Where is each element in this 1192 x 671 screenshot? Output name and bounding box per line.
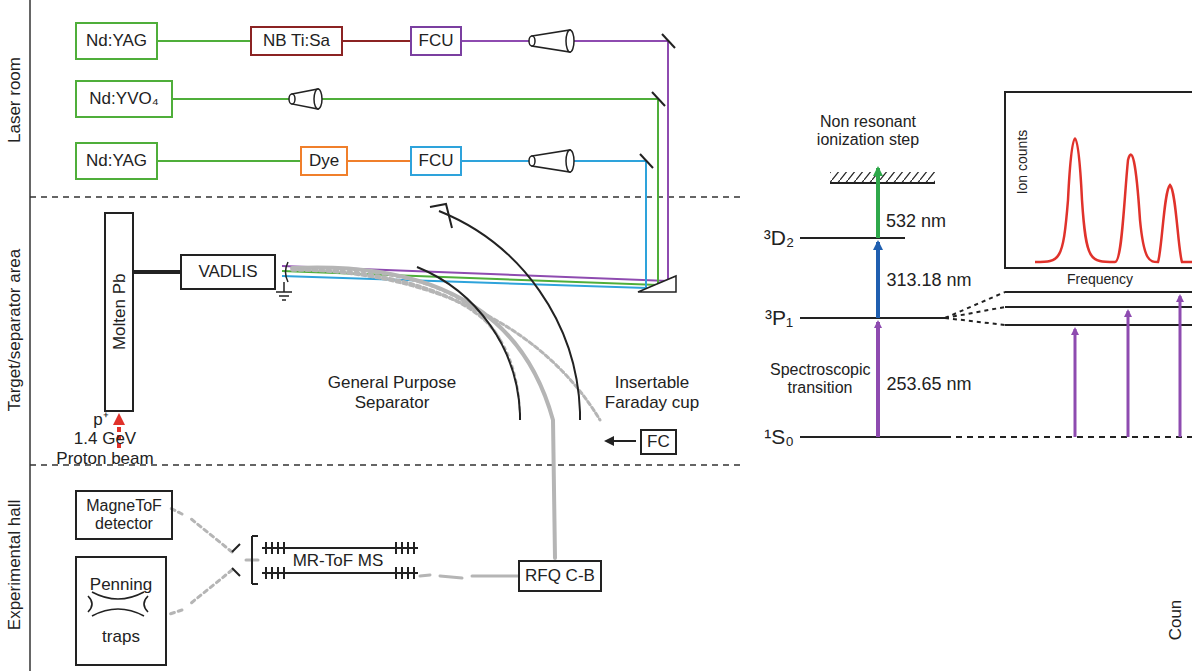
energy-levels	[800, 183, 1192, 437]
region-label: Laser room	[5, 57, 25, 143]
laser-box: Nd:YVO₄	[75, 80, 173, 118]
side-rule	[29, 0, 31, 671]
mirror	[640, 34, 675, 168]
beam-label: p⁺	[93, 410, 108, 430]
box-text: Nd:YAG	[86, 151, 147, 171]
wavelength-label: 253.65 nm	[886, 374, 971, 395]
part-label: General Purpose Separator	[317, 373, 467, 412]
region-label: Target/separator area	[5, 249, 25, 412]
telescope-symbol	[289, 30, 574, 172]
beam-connector	[134, 270, 180, 274]
axis-label: Ion counts	[1014, 130, 1030, 195]
box-text: VADLIS	[198, 262, 257, 282]
step-label: Spectroscopic transition	[770, 361, 870, 398]
ground-symbol	[276, 262, 292, 300]
spectrum-peaks	[1035, 139, 1192, 263]
faraday-cup-insert-arrow	[606, 440, 636, 442]
wavelength-label: 532 nm	[886, 211, 946, 232]
level-label: ³D₂	[764, 226, 794, 250]
wavelength-label: 313.18 nm	[886, 270, 971, 291]
ion-beam	[170, 267, 600, 614]
box-text: Penning traps	[86, 559, 156, 663]
transition-arrows	[878, 168, 1180, 437]
beam-connector	[348, 160, 410, 162]
laser-beams	[173, 41, 668, 288]
laser-box: Nd:YAG	[75, 22, 158, 60]
beam-label: 1.4 GeV Proton beam	[55, 429, 155, 468]
detector-box: MagneToF detector	[75, 490, 173, 540]
converter-box: FCU	[410, 146, 462, 176]
laser-box: Dye	[300, 146, 348, 176]
ion-source-box: VADLIS	[180, 254, 276, 290]
laser-box: Nd:YAG	[75, 142, 158, 180]
beam-connector	[158, 160, 300, 162]
box-text: Nd:YAG	[86, 31, 147, 51]
box-text: Dye	[309, 151, 339, 171]
continuum-hatch	[830, 172, 935, 183]
trap-box: Penning traps	[75, 556, 167, 666]
converter-box: FCU	[410, 26, 462, 56]
axis-label: Coun	[1166, 600, 1186, 641]
step-label: Non resonant ionization step	[802, 113, 934, 150]
part-label: MR-ToF MS	[293, 551, 384, 571]
beam-connector	[158, 40, 250, 42]
spectrum-frame	[1005, 92, 1192, 268]
region-divider	[30, 197, 745, 465]
combining-prism	[638, 276, 676, 292]
box-text: NB Ti:Sa	[263, 31, 330, 51]
box-text: FCU	[419, 31, 454, 51]
faraday-cup-box: FC	[640, 429, 677, 455]
box-text: MagneToF detector	[82, 497, 166, 534]
box-text: FCU	[419, 151, 454, 171]
axis-label: Frequency	[1064, 271, 1136, 287]
laser-box: NB Ti:Sa	[250, 26, 343, 56]
penning-trap-electrodes	[88, 592, 148, 616]
box-text: RFQ C-B	[525, 566, 595, 586]
level-label: ³P₁	[765, 306, 793, 330]
mrtof-electrodes	[232, 536, 418, 584]
part-label: Insertable Faraday cup	[596, 373, 708, 412]
region-label: Experimental hall	[5, 500, 25, 630]
level-label: ¹S₀	[764, 425, 794, 449]
beam-connector	[343, 40, 410, 42]
target-box: Molten Pb	[104, 212, 134, 412]
box-text: Nd:YVO₄	[89, 89, 158, 109]
box-text: Molten Pb	[109, 274, 129, 351]
box-text: FC	[647, 432, 670, 452]
cooler-buncher-box: RFQ C-B	[518, 560, 602, 592]
